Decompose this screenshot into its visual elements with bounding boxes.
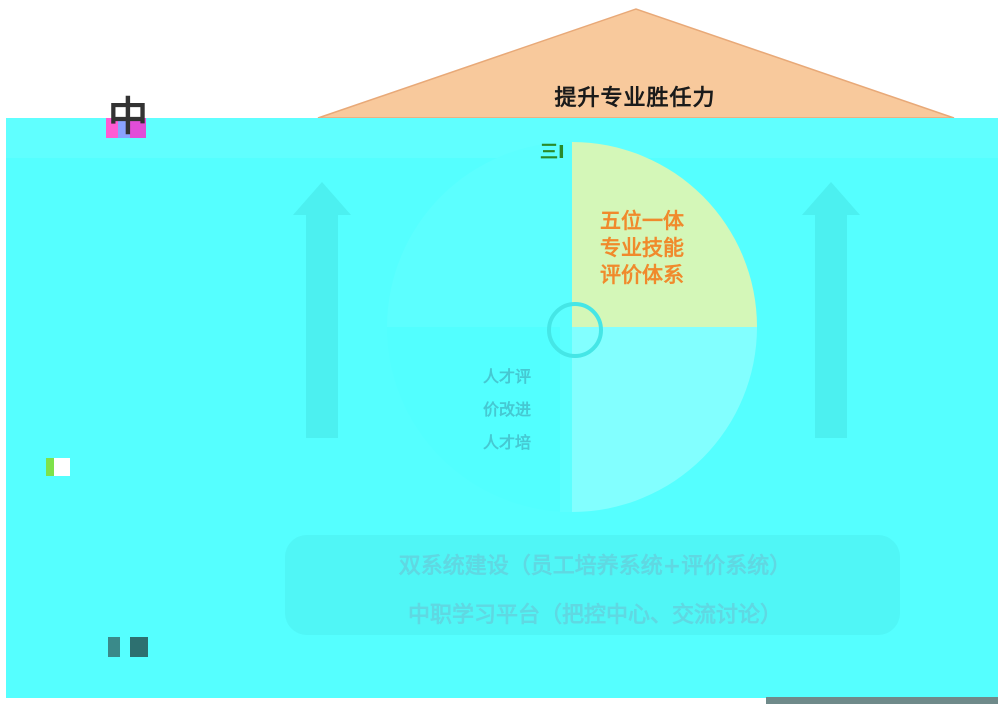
quadrant-label-line: 价改进 — [482, 400, 531, 419]
side-glyph: 中 — [108, 94, 148, 140]
quadrant-label-line: 五位一体 — [600, 209, 684, 233]
quadrant-top-right-label: 五位一体 专业技能 评价体系 — [572, 208, 712, 289]
left-marker-block — [106, 118, 146, 138]
left-dot-marker — [46, 458, 86, 476]
quadrant-top-right — [572, 142, 757, 327]
top-tab-text: 三I — [540, 142, 565, 163]
left-arrow — [293, 182, 351, 438]
bottom-right-bar — [766, 697, 998, 704]
center-divider-v — [560, 142, 572, 512]
quadrant-label-line: 评价体系 — [600, 263, 684, 287]
quadrant-top-left — [387, 142, 572, 327]
quadrant-label-line: 人才培 — [482, 433, 531, 452]
quadrant-label-line: 专业技能 — [600, 236, 684, 260]
right-arrow — [802, 182, 860, 438]
platform-line-1: 双系统建设（员工培养系统+评价系统） — [398, 554, 792, 579]
quadrant-bottom-right — [572, 327, 757, 512]
platform-line-2: 中职学习平台（把控中心、交流讨论） — [407, 603, 782, 628]
bottom-left-glyph-marker — [108, 637, 148, 657]
cyan-band-bottom — [6, 640, 998, 698]
cyan-band-top-strip — [6, 118, 998, 158]
quadrant-bottom-left — [387, 327, 572, 512]
center-ring — [547, 302, 603, 358]
quadrant-label-line: 人才评 — [482, 367, 531, 386]
quadrant-bottom-left-label: 人才评 价改进 人才培 — [452, 360, 562, 459]
platform-box — [285, 535, 900, 635]
roof-title: 提升专业胜任力 — [554, 86, 716, 111]
